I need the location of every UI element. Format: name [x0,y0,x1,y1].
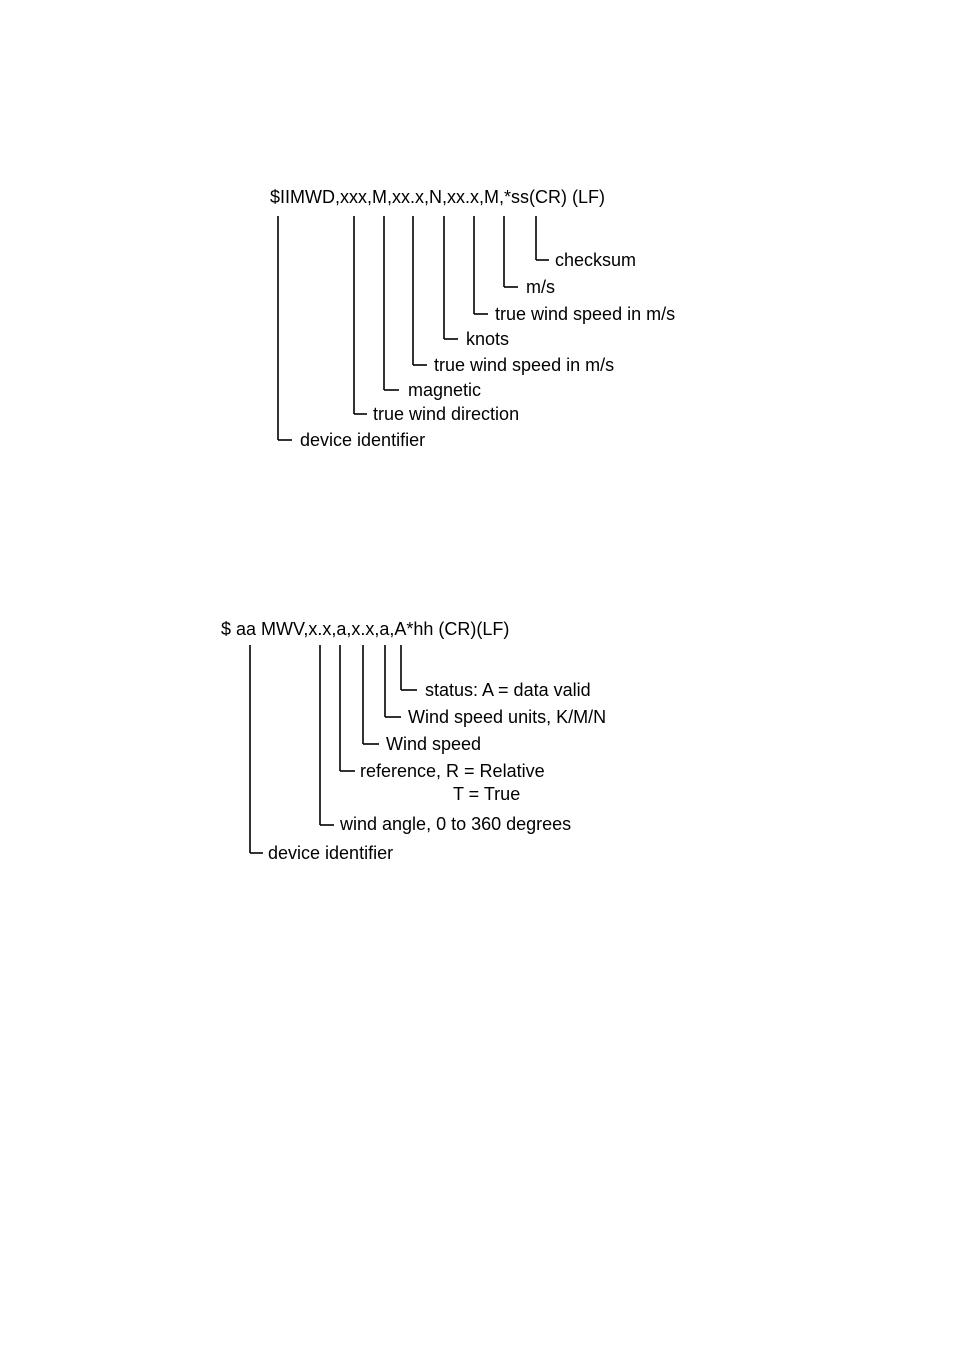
mwd-knots-label: knots [466,329,509,349]
mwv-speed-label: Wind speed [386,734,481,754]
mwd-speed-ms-label: true wind speed in m/s [495,304,675,324]
mwd-speed-knots-label: true wind speed in m/s [434,355,614,375]
mwv-reference-label: reference, R = Relative [360,761,545,781]
mwv-sentence: $ aa MWV,x.x,a,x.x,a,A*hh (CR)(LF) [221,619,509,639]
mwd-magnetic-label: magnetic [408,380,481,400]
mwd-checksum-label: checksum [555,250,636,270]
mwv-reference-label-true: T = True [453,784,520,804]
mwd-diagram: $IIMWD,xxx,M,xx.x,N,xx.x,M,*ss(CR) (LF) … [270,187,675,450]
mwd-ms-label: m/s [526,277,555,297]
mwv-diagram: $ aa MWV,x.x,a,x.x,a,A*hh (CR)(LF) statu… [221,619,606,863]
mwd-direction-label: true wind direction [373,404,519,424]
mwv-angle-label: wind angle, 0 to 360 degrees [339,814,571,834]
mwd-device-label: device identifier [300,430,425,450]
mwv-status-label: status: A = data valid [425,680,591,700]
mwv-units-label: Wind speed units, K/M/N [408,707,606,727]
mwv-device-label: device identifier [268,843,393,863]
mwd-sentence: $IIMWD,xxx,M,xx.x,N,xx.x,M,*ss(CR) (LF) [270,187,605,207]
